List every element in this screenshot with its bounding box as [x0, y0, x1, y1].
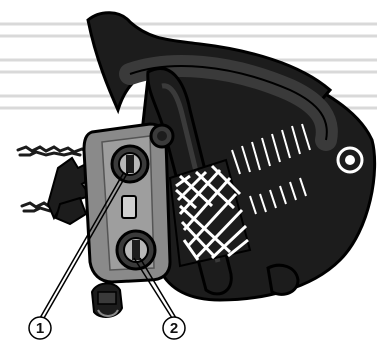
- rear-foot: [268, 265, 298, 294]
- panel-bolt-center: [157, 131, 167, 141]
- callout-2-number: 2: [170, 320, 178, 337]
- fuel-tank-cap: [117, 231, 155, 269]
- callout-1-number: 1: [36, 320, 44, 337]
- callout-2: 2: [163, 317, 185, 339]
- sight-window: [122, 196, 136, 218]
- callout-1: 1: [29, 317, 51, 339]
- oil-tank-cap: [112, 146, 148, 182]
- starter-ring-inner: [345, 155, 355, 165]
